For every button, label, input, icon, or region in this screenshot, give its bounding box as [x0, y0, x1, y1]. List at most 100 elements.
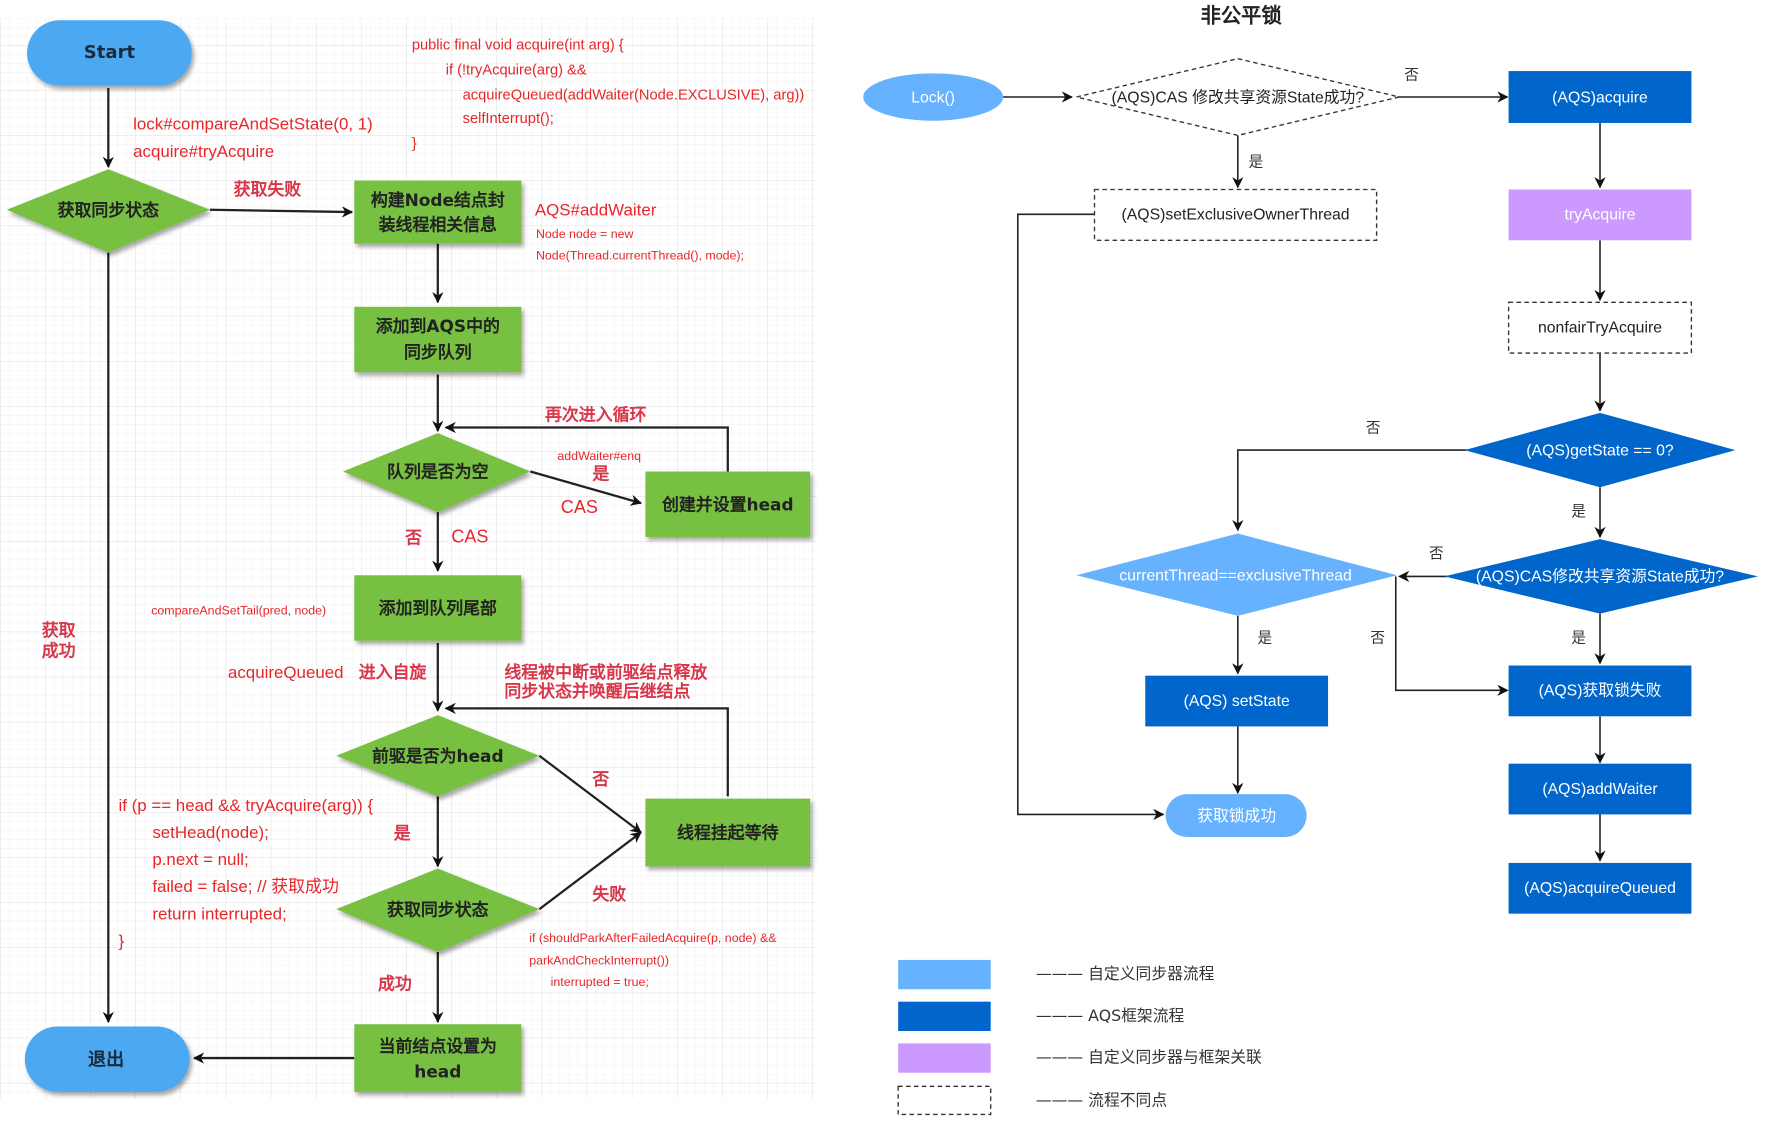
label-yes: 是: [393, 823, 411, 843]
decision-cas-state: (AQS)CAS 修改共享资源State成功?: [1076, 57, 1400, 137]
label-loop-again: 再次进入循环: [545, 405, 647, 425]
left-diagram: Start 获取同步状态 构建Node结点封 装线程相关信息 添加到AQS中的 …: [0, 18, 817, 1099]
process-label: nonfairTryAcquire: [1538, 319, 1662, 336]
decision-queue-empty: 队列是否为空: [343, 433, 531, 513]
note-park-code: interrupted = true;: [551, 975, 649, 989]
process-label: (AQS)获取锁失败: [1539, 682, 1662, 700]
exit-label: 退出: [88, 1048, 124, 1070]
decision-label: (AQS)CAS 修改共享资源State成功?: [1112, 88, 1365, 106]
note-loop-code: p.next = null;: [152, 850, 248, 869]
note-acquire-try: acquire#tryAcquire: [133, 142, 274, 161]
process-label: (AQS)acquire: [1552, 89, 1648, 106]
left-edges: [102, 87, 729, 1064]
diagram-title: 非公平锁: [1201, 4, 1283, 28]
label-acquire-failed: 获取失败: [234, 179, 302, 199]
edge-wakeup-loop: [444, 702, 729, 797]
process-label: head: [414, 1062, 461, 1082]
decision-label: 获取同步状态: [58, 200, 160, 220]
note-lock-cas: lock#compareAndSetState(0, 1): [133, 115, 373, 134]
label-yes: 是: [1571, 629, 1586, 646]
legend-item-custom-sync: ——— 自定义同步器流程: [898, 959, 1215, 990]
edge-empty-yes: [530, 470, 642, 506]
decision-label: 前驱是否为head: [372, 746, 504, 766]
edge-acquire-fail: [538, 831, 642, 911]
note-acquire-code: public final void acquire(int arg) {: [412, 38, 624, 54]
label-yes: 是: [1258, 629, 1273, 646]
process-set-head: 当前结点设置为 head: [354, 1024, 522, 1092]
edge-acquire-failed: [209, 206, 354, 218]
process-acquire-queued: (AQS)acquireQueued: [1508, 862, 1692, 914]
decision-get-sync-state-2: 获取同步状态: [336, 868, 540, 953]
start-node: Start: [27, 20, 192, 86]
decision-label: (AQS)CAS修改共享资源State成功?: [1476, 568, 1724, 586]
process-set-exclusive-owner: (AQS)setExclusiveOwnerThread: [1093, 188, 1378, 241]
legend-label: ——— 自定义同步器流程: [1036, 964, 1215, 983]
decision-current-is-exclusive: currentThread==exclusiveThread: [1076, 533, 1397, 616]
process-label: 添加到队列尾部: [379, 598, 497, 618]
legend-label: ——— 自定义同步器与框架关联: [1036, 1048, 1262, 1067]
exit-node: 退出: [24, 1026, 190, 1092]
process-label: (AQS) setState: [1184, 693, 1290, 710]
process-label: 构建Node结点封: [371, 190, 505, 210]
process-create-head: 创建并设置head: [645, 471, 811, 537]
label-cas: CAS: [561, 497, 598, 517]
note-loop-code: setHead(node);: [152, 823, 269, 842]
edge-getstate-no: [1232, 449, 1467, 532]
label-no: 否: [1404, 67, 1419, 84]
legend-swatch: [898, 1043, 991, 1073]
process-label: 同步队列: [404, 342, 472, 362]
label-yes: 是: [1571, 503, 1586, 520]
process-nonfair-try-acquire: nonfairTryAcquire: [1507, 301, 1693, 354]
legend-swatch: [898, 959, 991, 990]
right-edge-labels: 否 是 否 是 否 是 否 是: [1249, 67, 1587, 647]
label-interrupt: 同步状态并唤醒后继结点: [504, 681, 690, 701]
process-label: 创建并设置head: [661, 494, 794, 514]
note-loop-code: }: [118, 931, 124, 950]
note-park-code: parkAndCheckInterrupt()): [529, 953, 669, 967]
note-acquire-code: acquireQueued(addWaiter(Node.EXCLUSIVE),…: [463, 87, 805, 103]
process-thread-park: 线程挂起等待: [645, 798, 811, 867]
process-build-node: 构建Node结点封 装线程相关信息: [354, 180, 522, 244]
process-label: 添加到AQS中的: [376, 316, 500, 336]
process-label: (AQS)addWaiter: [1542, 781, 1657, 798]
legend-swatch: [898, 1001, 991, 1031]
process-label: (AQS)setExclusiveOwnerThread: [1122, 207, 1350, 224]
process-label: tryAcquire: [1564, 207, 1635, 224]
decision-label: 获取同步状态: [387, 899, 489, 919]
process-add-to-aqs-queue: 添加到AQS中的 同步队列: [354, 306, 522, 373]
note-acquire-code: selfInterrupt();: [463, 111, 554, 127]
left-edge-labels: 获取失败 获取 成功 再次进入循环 是 CAS 否 CAS 进入自旋 线程被中断…: [42, 179, 708, 993]
note-loop-code: return interrupted;: [152, 904, 286, 923]
process-label: 线程挂起等待: [677, 823, 779, 843]
label-acquire-success: 获取: [42, 620, 76, 640]
decision-pred-is-head: 前驱是否为head: [336, 715, 540, 797]
label-cas: CAS: [451, 527, 488, 547]
process-acquire-failed: (AQS)获取锁失败: [1508, 665, 1692, 717]
process-add-to-tail: 添加到队列尾部: [354, 575, 522, 641]
legend: ——— 自定义同步器流程 ——— AQS框架流程 ——— 自定义同步器与框架关联…: [897, 959, 1262, 1116]
left-notes: lock#compareAndSetState(0, 1) acquire#tr…: [118, 38, 804, 989]
label-no: 否: [1429, 545, 1444, 562]
note-add-waiter: AQS#addWaiter: [535, 200, 657, 219]
right-edges: [1003, 91, 1606, 862]
right-diagram: 非公平锁 Lock() (AQS)CAS 修改共: [863, 4, 1758, 1116]
process-label: (AQS)acquireQueued: [1524, 880, 1676, 897]
decision-get-sync-state: 获取同步状态: [6, 169, 210, 253]
label-no: 否: [1370, 629, 1385, 646]
label-success: 成功: [378, 973, 412, 993]
process-try-acquire: tryAcquire: [1508, 189, 1692, 241]
label-no: 否: [591, 769, 609, 789]
note-acquire-code: if (!tryAcquire(arg) &&: [446, 62, 587, 78]
edge-loop-again: [444, 421, 729, 472]
note-loop-code: if (p == head && tryAcquire(arg)) {: [118, 796, 373, 815]
label-yes: 是: [1249, 153, 1264, 170]
start-label: Start: [84, 42, 136, 63]
process-add-waiter: (AQS)addWaiter: [1508, 763, 1692, 815]
process-label: 装线程相关信息: [378, 215, 497, 235]
edge-current-no: [1394, 576, 1509, 696]
label-no: 否: [404, 528, 422, 548]
label-interrupt: 线程被中断或前驱结点释放: [504, 662, 707, 682]
note-acquire-queued: acquireQueued: [228, 663, 344, 682]
legend-label: ——— 流程不同点: [1036, 1090, 1167, 1109]
